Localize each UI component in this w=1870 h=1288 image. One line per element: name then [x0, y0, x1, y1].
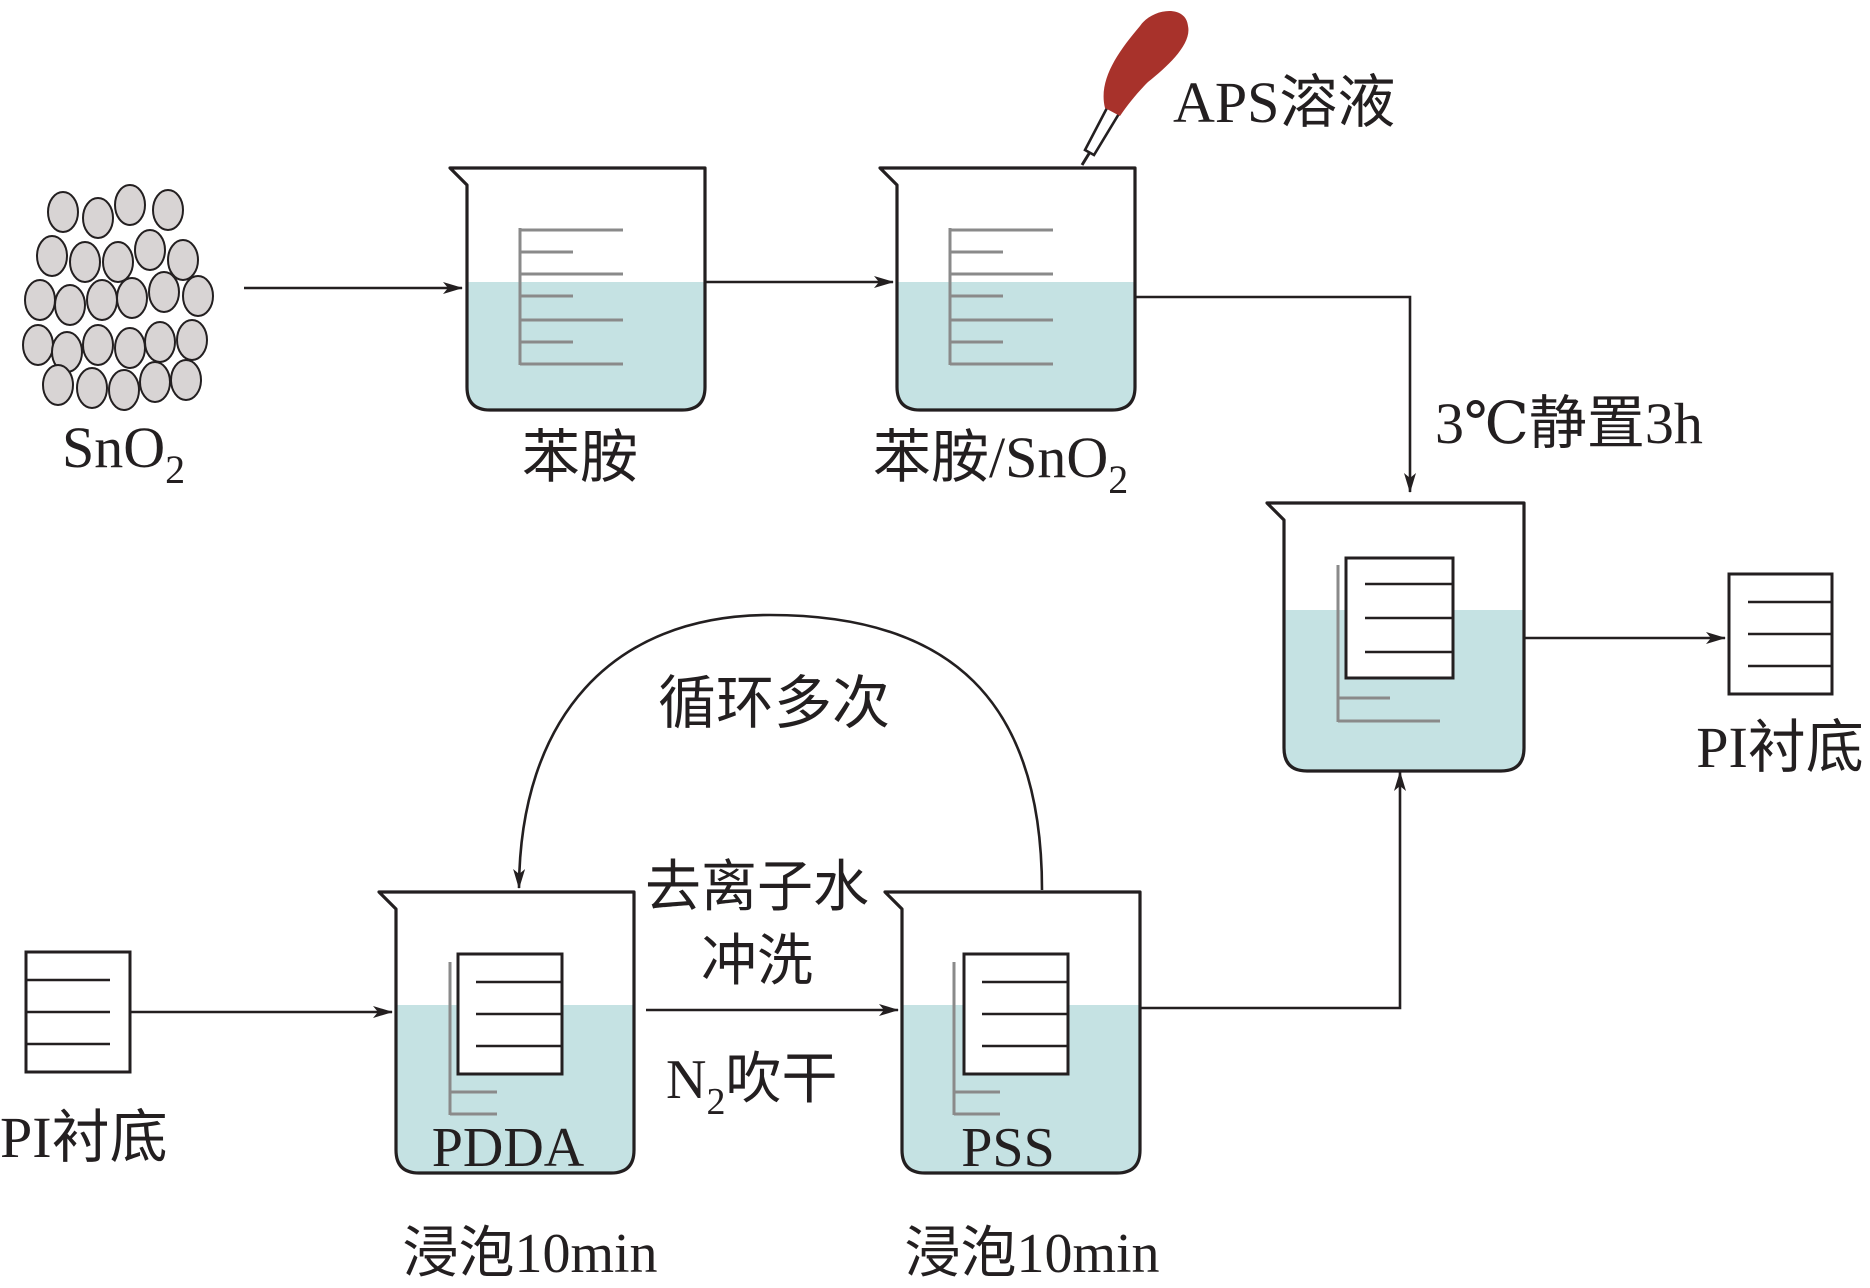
- beaker-polymerization: [1265, 501, 1526, 773]
- electrode-comb: [952, 962, 1000, 1116]
- pi-substrate-initial: [24, 950, 132, 1074]
- sno2-label: SnO2: [62, 415, 185, 492]
- n2-dry-label: N2吹干: [666, 1049, 837, 1123]
- electrode-comb: [948, 228, 1053, 366]
- pdda-label: PDDA: [432, 1117, 585, 1179]
- electrode-comb: [518, 228, 623, 366]
- sno2-particle-cluster: [22, 184, 214, 411]
- dropper-icon: [1080, 10, 1189, 166]
- electrode-comb: [448, 962, 497, 1116]
- soak-pss-label: 浸泡10min: [904, 1223, 1159, 1285]
- pi-substrate: [456, 952, 564, 1076]
- cycle-arrow: [513, 613, 1044, 891]
- electrode-comb: [1336, 565, 1440, 723]
- rinse-label-line2: 冲洗: [701, 931, 813, 993]
- pss-label: PSS: [961, 1117, 1054, 1179]
- cycle-label: 循环多次: [658, 671, 890, 736]
- soak-pdda-label: 浸泡10min: [402, 1223, 657, 1285]
- beaker-aniline-sno2: [878, 166, 1137, 412]
- beaker-aniline: [448, 166, 707, 412]
- arrow-pss-to-polymerization: [1140, 771, 1406, 1010]
- aniline-label: 苯胺: [522, 425, 638, 490]
- aps-solution-label: APS溶液: [1173, 70, 1395, 135]
- arrow-mixture-to-polymerization: [1135, 295, 1416, 493]
- pi-substrate: [1344, 556, 1455, 680]
- flow-arrows: [130, 276, 1726, 1018]
- pi-substrate-left-label: PI衬底: [0, 1105, 168, 1170]
- pi-substrate-final: [1727, 572, 1834, 696]
- rinse-label-backdrop: [640, 858, 870, 916]
- pi-substrate-right-label: PI衬底: [1696, 715, 1864, 780]
- rinse-label-line1: 去离子水: [645, 857, 869, 919]
- aniline-sno2-label: 苯胺/SnO2: [873, 425, 1128, 502]
- pi-substrate: [962, 952, 1070, 1076]
- beaker-pss: PSS: [883, 890, 1142, 1179]
- beaker-pdda: PDDA: [377, 890, 636, 1179]
- rest-condition-label: 3℃静置3h: [1435, 391, 1703, 456]
